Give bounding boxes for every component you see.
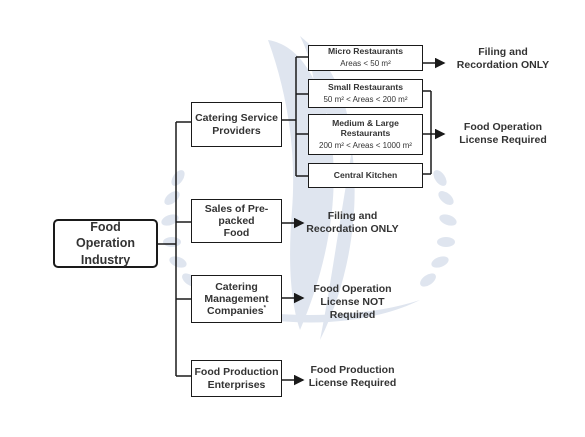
restaurant-title: Medium & Large (332, 118, 399, 129)
outcome-management-no-license: Food Operation License NOT Required (305, 283, 400, 322)
category-label-line: Enterprises (207, 378, 266, 391)
outcome-line: Filing and (327, 210, 378, 222)
category-label-line: Food Production (194, 366, 279, 379)
outcome-prepacked-filing: Filing and Recordation ONLY (300, 210, 405, 236)
outcome-line: License NOT (320, 296, 385, 309)
outcome-line: Recordation ONLY (456, 59, 550, 72)
restaurant-title: Restaurants (340, 127, 391, 138)
outcome-license-required: Food Operation License Required (448, 121, 558, 147)
central-kitchen-box: Central Kitchen (308, 163, 423, 188)
restaurant-title: Small Restaurants (328, 81, 403, 92)
micro-restaurants-box: Micro Restaurants Areas < 50 m² (308, 45, 423, 71)
restaurant-title: Central Kitchen (333, 169, 398, 180)
category-label-line: Companies* (207, 305, 266, 317)
restaurant-area: 200 m² < Areas < 1000 m² (319, 140, 412, 150)
category-label-text: Companies (207, 305, 264, 318)
outcome-line: License Required (459, 134, 547, 147)
category-label-line: Food (223, 227, 250, 240)
category-label-line: Sales of Pre-packed (204, 202, 269, 227)
outcome-micro-filing: Filing and Recordation ONLY (448, 46, 558, 72)
small-restaurants-box: Small Restaurants 50 m² < Areas < 200 m² (308, 79, 423, 108)
outcome-line: Recordation ONLY (306, 223, 399, 236)
outcome-line: Required (329, 309, 376, 322)
category-food-production-enterprises: Food Production Enterprises (191, 360, 282, 397)
outcome-line: Filing and (478, 46, 528, 58)
root-line-2: Operation (75, 236, 136, 251)
root-food-operation-industry: Food Operation Industry (53, 219, 158, 268)
root-line-1: Food (90, 220, 121, 235)
category-catering-management-companies: Catering Management Companies* (191, 275, 282, 323)
category-catering-service-providers: Catering Service Providers (191, 102, 282, 147)
footnote-mark: * (263, 305, 266, 312)
outcome-line: License Required (308, 377, 397, 390)
root-line-3: Industry (80, 252, 131, 267)
category-label-line: Catering Service (195, 112, 278, 125)
category-label-line: Providers (212, 124, 261, 137)
category-sales-pre-packed-food: Sales of Pre-packed Food (191, 199, 282, 243)
restaurant-area: Areas < 50 m² (340, 59, 391, 69)
outcome-line: Food Operation (313, 283, 392, 295)
medium-large-restaurants-box: Medium & Large Restaurants 200 m² < Area… (308, 114, 423, 155)
restaurant-area: 50 m² < Areas < 200 m² (323, 94, 408, 104)
outcome-production-license: Food Production License Required (305, 364, 400, 390)
outcome-line: Food Production (310, 364, 395, 376)
category-label-line: Management (204, 292, 269, 305)
outcome-line: Food Operation (463, 121, 543, 133)
restaurant-title: Micro Restaurants (328, 46, 403, 57)
category-label-line: Catering (215, 280, 258, 293)
